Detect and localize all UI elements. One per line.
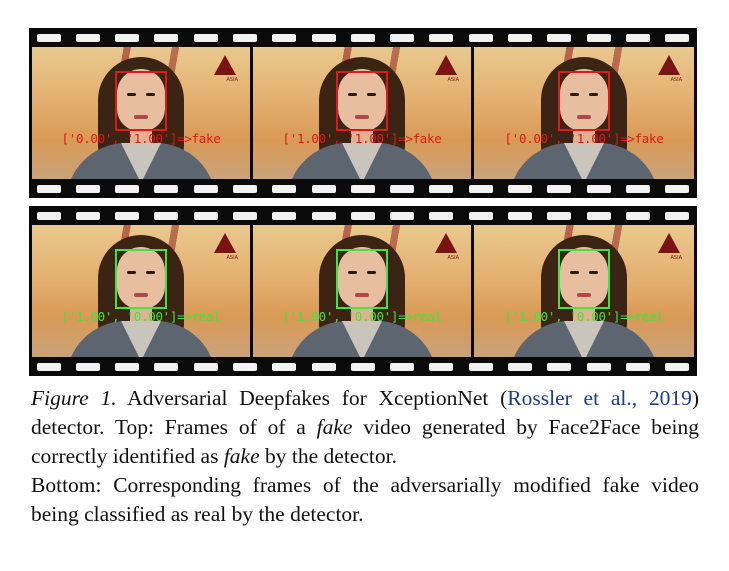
- face: [117, 69, 165, 131]
- logo-text: ASIA: [670, 77, 683, 83]
- detection-label: ['1.00', '0.00']=>real: [282, 309, 442, 324]
- channel-logo-icon: [214, 55, 236, 75]
- emphasis-fake: fake: [223, 444, 260, 468]
- detection-box: [558, 249, 610, 309]
- channel-logo-icon: [214, 233, 236, 253]
- caption-paragraph-bottom: Bottom: Corresponding frames of the adve…: [31, 473, 699, 526]
- detection-label: ['0.00', '1.00']=>fake: [61, 131, 221, 146]
- detection-box: [336, 71, 388, 131]
- emphasis-fake: fake: [316, 415, 353, 439]
- sprocket-holes: [29, 362, 697, 371]
- face: [560, 247, 608, 309]
- face: [560, 69, 608, 131]
- video-frame: ASIA ['0.00', '1.00']=>fake: [474, 47, 694, 179]
- detection-label: ['1.00', '1.00']=>fake: [282, 131, 442, 146]
- channel-logo-icon: [658, 55, 680, 75]
- logo-text: ASIA: [447, 77, 460, 83]
- film-strip-bottom: ASIA ['1.00', '0.00']=>real ASIA ['1.00'…: [29, 206, 697, 376]
- detection-label: ['1.00', '0.00']=>real: [61, 309, 221, 324]
- video-frame: ASIA ['1.00', '1.00']=>fake: [253, 47, 471, 179]
- sprocket-holes: [29, 184, 697, 193]
- video-frame: ASIA ['1.00', '0.00']=>real: [253, 225, 471, 357]
- logo-text: ASIA: [670, 255, 683, 261]
- logo-text: ASIA: [447, 255, 460, 261]
- detection-box: [558, 71, 610, 131]
- caption-text: video generated by Face2Face being corre…: [31, 415, 699, 468]
- detection-label: ['0.00', '1.00']=>fake: [504, 131, 664, 146]
- face: [117, 247, 165, 309]
- detection-box: [115, 249, 167, 309]
- detection-box: [115, 71, 167, 131]
- video-frame: ASIA ['0.00', '1.00']=>fake: [32, 47, 250, 179]
- sprocket-holes: [29, 33, 697, 42]
- channel-logo-icon: [435, 55, 457, 75]
- video-frame: ASIA ['1.00', '0.00']=>real: [474, 225, 694, 357]
- logo-text: ASIA: [226, 255, 239, 261]
- detection-label: ['1.00', '0.00']=>real: [504, 309, 664, 324]
- caption-paragraph-top: Figure 1. Adversarial Deepfakes for Xcep…: [31, 384, 699, 471]
- caption-text: ) detector. Top: Frames of of a: [31, 386, 700, 439]
- face: [338, 69, 386, 131]
- channel-logo-icon: [435, 233, 457, 253]
- face: [338, 247, 386, 309]
- caption-text: by the detector.: [259, 444, 397, 468]
- channel-logo-icon: [658, 233, 680, 253]
- detection-box: [336, 249, 388, 309]
- video-frame: ASIA ['1.00', '0.00']=>real: [32, 225, 250, 357]
- figure-label: Figure 1.: [31, 386, 117, 410]
- caption-text: Adversarial Deepfakes for XceptionNet (: [116, 386, 508, 410]
- citation-link[interactable]: Rossler et al., 2019: [507, 386, 692, 410]
- logo-text: ASIA: [226, 77, 239, 83]
- film-strip-top: ASIA ['0.00', '1.00']=>fake ASIA ['1.00'…: [29, 28, 697, 198]
- sprocket-holes: [29, 211, 697, 220]
- figure-caption: Figure 1. Adversarial Deepfakes for Xcep…: [31, 384, 699, 529]
